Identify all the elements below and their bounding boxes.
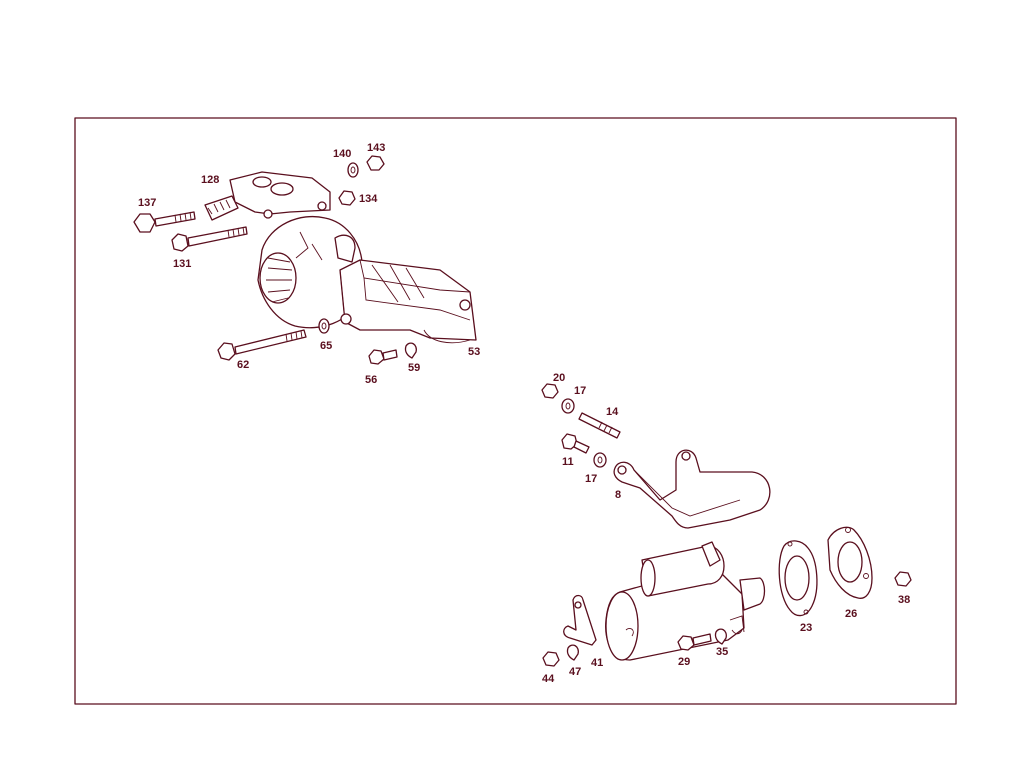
label-17-upper: 17 — [574, 385, 586, 397]
mounting-bracket — [339, 259, 477, 344]
label-44: 44 — [542, 673, 555, 685]
gasket-23 — [778, 540, 818, 617]
upper-bracket — [204, 171, 331, 221]
label-65: 65 — [320, 340, 332, 352]
label-53: 53 — [468, 346, 480, 358]
nut-134 — [338, 190, 356, 206]
strap-41 — [563, 594, 597, 646]
label-11: 11 — [562, 456, 574, 468]
label-47: 47 — [569, 666, 581, 678]
label-128: 128 — [201, 174, 219, 186]
label-26: 26 — [845, 608, 857, 620]
label-56: 56 — [365, 374, 377, 386]
label-140: 140 — [333, 148, 351, 160]
clip-47 — [566, 644, 579, 661]
label-38: 38 — [898, 594, 910, 606]
label-14: 14 — [606, 406, 619, 418]
flange-plate-26 — [827, 526, 873, 599]
alternator-assembly — [257, 215, 363, 329]
label-20: 20 — [553, 372, 565, 384]
nut-38 — [894, 571, 912, 587]
diagram-frame — [74, 117, 957, 705]
bolt-11 — [561, 433, 590, 454]
label-143: 143 — [367, 142, 385, 154]
bolt-29 — [677, 633, 712, 651]
washer-140 — [347, 162, 359, 178]
label-41: 41 — [591, 657, 603, 669]
label-8: 8 — [615, 489, 621, 501]
label-17-lower: 17 — [585, 473, 597, 485]
label-59: 59 — [408, 362, 420, 374]
label-62: 62 — [237, 359, 249, 371]
label-134: 134 — [359, 193, 378, 205]
label-137: 137 — [138, 197, 156, 209]
washer-17-lower — [593, 452, 607, 468]
label-23: 23 — [800, 622, 812, 634]
nut-143 — [366, 155, 385, 171]
nut-20 — [541, 383, 559, 399]
bolt-56 — [368, 349, 398, 365]
starter-bracket-8 — [613, 449, 771, 529]
stud-14 — [578, 412, 621, 439]
nut-44 — [542, 651, 560, 667]
bolt-131 — [171, 226, 248, 252]
washer-65 — [318, 318, 330, 334]
bolt-137 — [133, 211, 196, 233]
label-131: 131 — [173, 258, 191, 270]
clip-59 — [404, 342, 417, 359]
clip-35 — [714, 628, 727, 645]
label-29: 29 — [678, 656, 690, 668]
bolt-62 — [217, 329, 307, 361]
washer-17-upper — [561, 398, 575, 414]
label-35: 35 — [716, 646, 728, 658]
